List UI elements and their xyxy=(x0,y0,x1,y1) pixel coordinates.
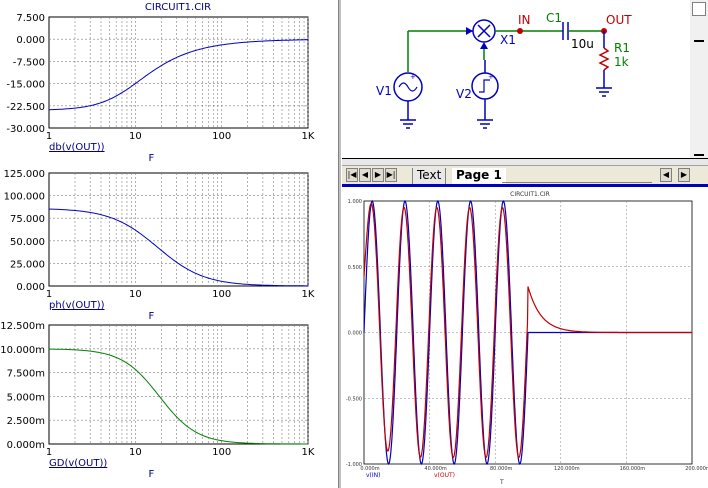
x-axis-label: F xyxy=(149,311,155,322)
y-tick-label: 7.500 xyxy=(16,13,45,24)
y-tick-label: 125.000 xyxy=(4,169,45,180)
v2-source[interactable] xyxy=(471,60,499,129)
y-tick-label: -1.000 xyxy=(346,462,362,468)
legend-v-out: v(OUT) xyxy=(434,472,455,479)
last-page-button[interactable]: ▶| xyxy=(385,168,397,182)
scroll-thumb[interactable] xyxy=(692,2,706,16)
y-tick-label: -22.500 xyxy=(6,102,45,113)
scroll-arrow-up[interactable] xyxy=(694,40,704,42)
r1-resistor[interactable] xyxy=(596,31,612,97)
y-tick-label: 25.000 xyxy=(10,259,45,270)
plot-curve xyxy=(49,348,308,445)
x-tick-label: 200.000m xyxy=(685,466,708,472)
x-axis-label: F xyxy=(149,153,155,164)
y-tick-label: 0.000 xyxy=(348,331,362,337)
y-tick-label: 50.000 xyxy=(10,237,45,248)
plot-curve xyxy=(49,39,308,111)
plot-frame xyxy=(48,172,309,287)
y-tick-label: -7.500 xyxy=(13,57,45,68)
tab-scroll-left[interactable]: ◀ xyxy=(660,168,672,182)
y-tick-label: 75.000 xyxy=(10,214,45,225)
plot-curve xyxy=(48,208,308,287)
x-tick-label: 1 xyxy=(46,289,52,300)
x-tick-label: 100 xyxy=(212,447,231,458)
schematic-panel[interactable]: + V1 X1 + V2 IN xyxy=(342,0,690,158)
y-tick-label: 12.500m xyxy=(0,321,45,332)
y-axis-label: GD(v(OUT)) xyxy=(49,458,107,469)
y-tick-label: 10.000m xyxy=(0,345,45,356)
bode-panel: CIRCUIT1.CIR 7.500 0.000 -7.500 -15.000 -22.… xyxy=(0,0,338,488)
v2-label: V2 xyxy=(456,87,472,101)
x-tick-label: 40.000m xyxy=(424,466,446,472)
tab-strip-line xyxy=(502,168,652,183)
x-tick-label: 80.000m xyxy=(490,466,512,472)
x-tick-label: 100 xyxy=(212,131,231,142)
y-tick-label: 5.000m xyxy=(7,392,45,403)
y-tick-label: 0.000m xyxy=(7,440,45,451)
x-tick-label: 1K xyxy=(302,289,315,300)
transient-title: CIRCUIT1.CIR xyxy=(510,191,550,198)
next-page-button[interactable]: ▶ xyxy=(372,168,384,182)
y-axis-label: db(v(OUT)) xyxy=(49,142,105,153)
y-tick-label: 1.000 xyxy=(348,199,362,205)
x-tick-label: 10 xyxy=(129,131,142,142)
schematic-scrollbar[interactable] xyxy=(690,0,708,160)
y-tick-label: 2.500m xyxy=(7,416,45,427)
x-tick-label: 10 xyxy=(129,447,142,458)
v1-plus: + xyxy=(410,73,416,81)
plot-frame xyxy=(48,16,309,129)
transient-xlabel: T xyxy=(499,479,504,486)
x-tick-label: 1K xyxy=(302,447,315,458)
scroll-arrow-down[interactable] xyxy=(694,154,704,156)
x-tick-label: 10 xyxy=(129,289,142,300)
x-tick-label: 160.000m xyxy=(620,466,646,472)
x-tick-label: 1 xyxy=(46,447,52,458)
x-tick-label: 120.000m xyxy=(554,466,580,472)
y-tick-label: 7.500m xyxy=(7,369,45,380)
tab-page-1[interactable]: Page 1 xyxy=(452,168,506,184)
x-axis-label: F xyxy=(149,469,155,480)
r1-value: 1k xyxy=(614,55,629,69)
first-page-button[interactable]: |◀ xyxy=(346,168,358,182)
x-tick-label: 1 xyxy=(46,131,52,142)
y-tick-label: -0.500 xyxy=(346,396,362,402)
tab-scroll-right[interactable]: ▶ xyxy=(678,168,690,182)
page-tab-bar: |◀ ◀ ▶ ▶| Text Page 1 ◀ ▶ xyxy=(342,166,708,184)
bode-title: CIRCUIT1.CIR xyxy=(145,2,211,13)
y-tick-label: 0.000 xyxy=(16,35,45,46)
v2-plus: + xyxy=(488,73,494,81)
c1-label: C1 xyxy=(546,11,562,25)
schematic-canvas[interactable]: + V1 X1 + V2 IN xyxy=(342,0,690,158)
v1-source[interactable] xyxy=(393,30,470,129)
y-tick-label: 0.500 xyxy=(348,265,362,271)
x-tick-label: 0.000m xyxy=(360,466,379,472)
y-tick-label: 100.000 xyxy=(4,192,45,203)
out-label: OUT xyxy=(606,13,632,27)
in-label: IN xyxy=(518,13,531,27)
transient-plot: CIRCUIT1.CIR v(IN) v(OUT) T 1.000 0.500 0.… xyxy=(346,191,708,486)
tab-text[interactable]: Text xyxy=(412,168,447,184)
trace-v-out xyxy=(363,202,692,459)
c1-value: 10u xyxy=(571,37,594,51)
x-tick-label: 1K xyxy=(302,131,315,142)
vertical-divider[interactable] xyxy=(338,0,342,488)
y-axis-label: ph(v(OUT)) xyxy=(49,300,105,311)
y-tick-label: -15.000 xyxy=(6,80,45,91)
y-tick-label: 0.000 xyxy=(16,282,45,293)
bode-plots: CIRCUIT1.CIR 7.500 0.000 -7.500 -15.000 -22.… xyxy=(0,2,315,480)
r1-label: R1 xyxy=(614,41,630,55)
prev-page-button[interactable]: ◀ xyxy=(359,168,371,182)
transient-panel: CIRCUIT1.CIR v(IN) v(OUT) T 1.000 0.500 0.… xyxy=(342,187,708,488)
x1-label: X1 xyxy=(500,33,516,47)
y-tick-label: -30.000 xyxy=(6,124,45,135)
c1-capacitor[interactable] xyxy=(542,22,604,40)
v1-label: V1 xyxy=(376,84,392,98)
tab-underline xyxy=(342,184,708,187)
in-node[interactable] xyxy=(517,28,523,34)
horizontal-divider[interactable] xyxy=(342,158,708,166)
plot-frame xyxy=(48,324,309,445)
legend-v-in: v(IN) xyxy=(366,472,381,479)
x-tick-label: 100 xyxy=(212,289,231,300)
